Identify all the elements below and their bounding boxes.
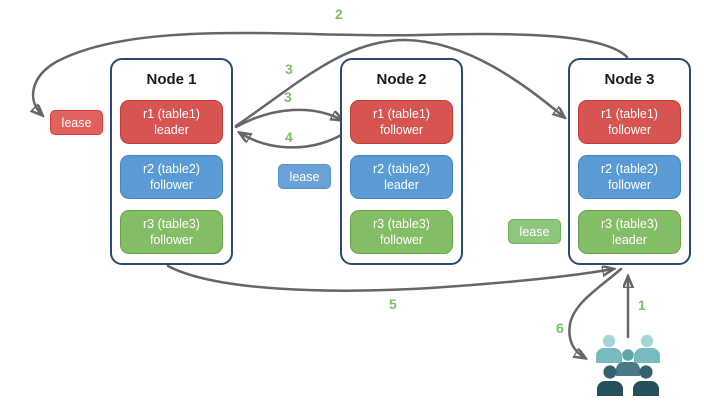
node-1-replica-r3: r3 (table3) follower: [120, 210, 223, 254]
arrow-label-6: 6: [556, 320, 564, 336]
node-1-title: Node 1: [146, 71, 197, 88]
replica-role: leader: [384, 178, 419, 192]
users-group-icon: [596, 334, 660, 396]
replica-name: r1 (table1): [373, 107, 430, 121]
arrow-label-5: 5: [389, 296, 397, 312]
node-3-replica-r3: r3 (table3) leader: [578, 210, 681, 254]
node-2-replica-r1: r1 (table1) follower: [350, 100, 453, 144]
node-2-title: Node 2: [376, 71, 427, 88]
replica-role: leader: [154, 123, 189, 137]
lease-badge-red: lease: [50, 110, 103, 135]
replica-name: r3 (table3): [601, 217, 658, 231]
replica-role: follower: [379, 123, 424, 137]
replica-name: r2 (table2): [373, 162, 430, 176]
replica-role: leader: [612, 233, 647, 247]
node-3-card: Node 3 r1 (table1) follower r2 (table2) …: [568, 58, 691, 265]
replica-name: r3 (table3): [373, 217, 430, 231]
node-1-replica-r2: r2 (table2) follower: [120, 155, 223, 199]
replica-name: r3 (table3): [143, 217, 200, 231]
node-3-replica-r2: r2 (table2) follower: [578, 155, 681, 199]
node-3-replica-r1: r1 (table1) follower: [578, 100, 681, 144]
arrow-label-3-upper: 3: [285, 61, 293, 77]
arrow-label-1: 1: [638, 297, 646, 313]
replica-name: r2 (table2): [143, 162, 200, 176]
node-1-card: Node 1 r1 (table1) leader r2 (table2) fo…: [110, 58, 233, 265]
arrow-label-4: 4: [285, 129, 293, 145]
node-2-replica-r3: r3 (table3) follower: [350, 210, 453, 254]
arrow-label-2: 2: [335, 6, 343, 22]
lease-badge-blue: lease: [278, 164, 331, 189]
replica-role: follower: [149, 233, 194, 247]
node-2-replica-r2: r2 (table2) leader: [350, 155, 453, 199]
node-3-title: Node 3: [604, 71, 655, 88]
arrow-3-node1-to-node2: [234, 108, 342, 129]
arrow-5-node1-to-node3: [166, 266, 613, 292]
node-2-card: Node 2 r1 (table1) follower r2 (table2) …: [340, 58, 463, 265]
node-1-replica-r1: r1 (table1) leader: [120, 100, 223, 144]
lease-badge-green: lease: [508, 219, 561, 244]
replica-name: r1 (table1): [143, 107, 200, 121]
replica-role: follower: [607, 123, 652, 137]
replica-role: follower: [607, 178, 652, 192]
replica-role: follower: [379, 233, 424, 247]
replica-name: r1 (table1): [601, 107, 658, 121]
arrow-label-3-lower: 3: [284, 89, 292, 105]
replica-role: follower: [149, 178, 194, 192]
replica-name: r2 (table2): [601, 162, 658, 176]
